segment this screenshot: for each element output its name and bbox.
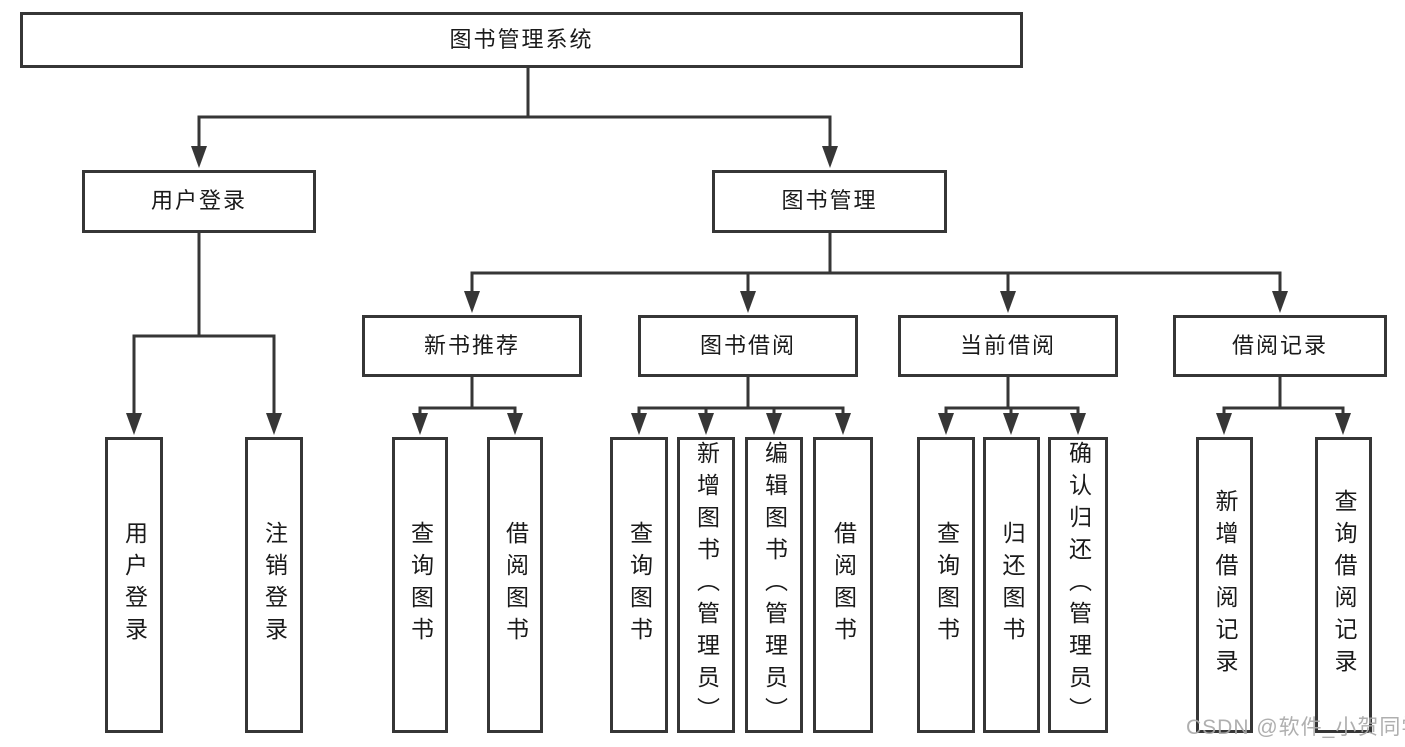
node-library-system: 图书管理系统 — [20, 12, 1023, 68]
node-new-book-recommendation: 新书推荐 — [362, 315, 582, 377]
leaf-confirm-return-admin: 确认归还（管理员） — [1048, 437, 1108, 733]
leaf-add-borrow-record: 新增借阅记录 — [1196, 437, 1253, 733]
leaf-query-borrow-record: 查询借阅记录 — [1315, 437, 1372, 733]
leaf-borrowing-borrow-books: 借阅图书 — [813, 437, 873, 733]
node-book-borrowing: 图书借阅 — [638, 315, 858, 377]
leaf-user-login: 用户登录 — [105, 437, 163, 733]
leaf-edit-book-admin: 编辑图书（管理员） — [745, 437, 803, 733]
watermark: CSDN @软件_小贺同学 — [1186, 716, 1405, 739]
leaf-logout-login: 注销登录 — [245, 437, 303, 733]
leaf-return-books: 归还图书 — [983, 437, 1040, 733]
leaf-borrowing-query-books: 查询图书 — [610, 437, 668, 733]
node-borrowing-records: 借阅记录 — [1173, 315, 1387, 377]
leaf-current-query-books: 查询图书 — [917, 437, 975, 733]
node-user-login: 用户登录 — [82, 170, 316, 233]
leaf-recommend-borrow-books: 借阅图书 — [487, 437, 543, 733]
leaf-recommend-query-books: 查询图书 — [392, 437, 448, 733]
node-current-borrowing: 当前借阅 — [898, 315, 1118, 377]
arrowhead-icons — [126, 146, 1351, 435]
node-book-management: 图书管理 — [712, 170, 947, 233]
leaf-add-book-admin: 新增图书（管理员） — [677, 437, 735, 733]
